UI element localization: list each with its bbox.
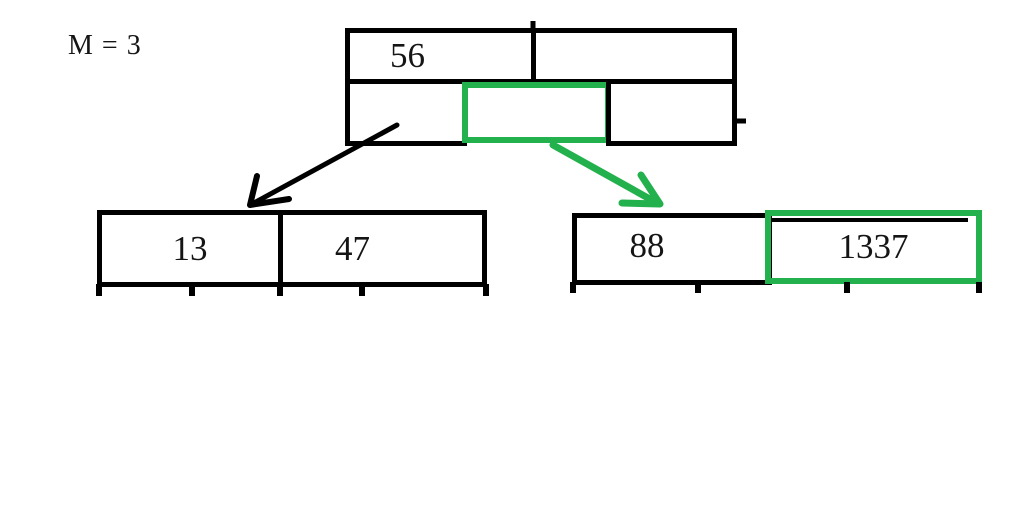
left-child-key-cell-1: 47 — [278, 210, 487, 287]
right-child-key-0-value: 88 — [629, 226, 665, 265]
root-pointer-cell-1-highlighted — [462, 82, 611, 143]
left-child-key-1-value: 47 — [335, 228, 370, 268]
green-arrow-shadow-line — [556, 146, 651, 202]
root-key-0-value: 56 — [390, 36, 425, 75]
highlighted-pointer-arrow-line — [549, 141, 661, 207]
overdrawn-black-border-remnant — [771, 218, 968, 222]
root-key-cell-0: 56 — [345, 28, 536, 84]
right-child-key-cell-0: 88 — [572, 213, 772, 285]
highlighted-pointer-arrowhead — [618, 171, 664, 208]
right-child-key-cell-1-highlighted: 1337 — [765, 210, 982, 284]
root-pointer-cell-2 — [606, 79, 737, 146]
root-pointer-cell-0 — [345, 79, 467, 146]
left-child-key-cell-0: 13 — [97, 210, 283, 287]
root-to-left-child-arrowhead — [247, 173, 292, 208]
order-label: M = 3 — [68, 30, 142, 61]
root-key-cell-1 — [531, 28, 737, 84]
left-child-key-0-value: 13 — [172, 228, 208, 268]
right-child-key-1-value: 1337 — [838, 227, 909, 266]
